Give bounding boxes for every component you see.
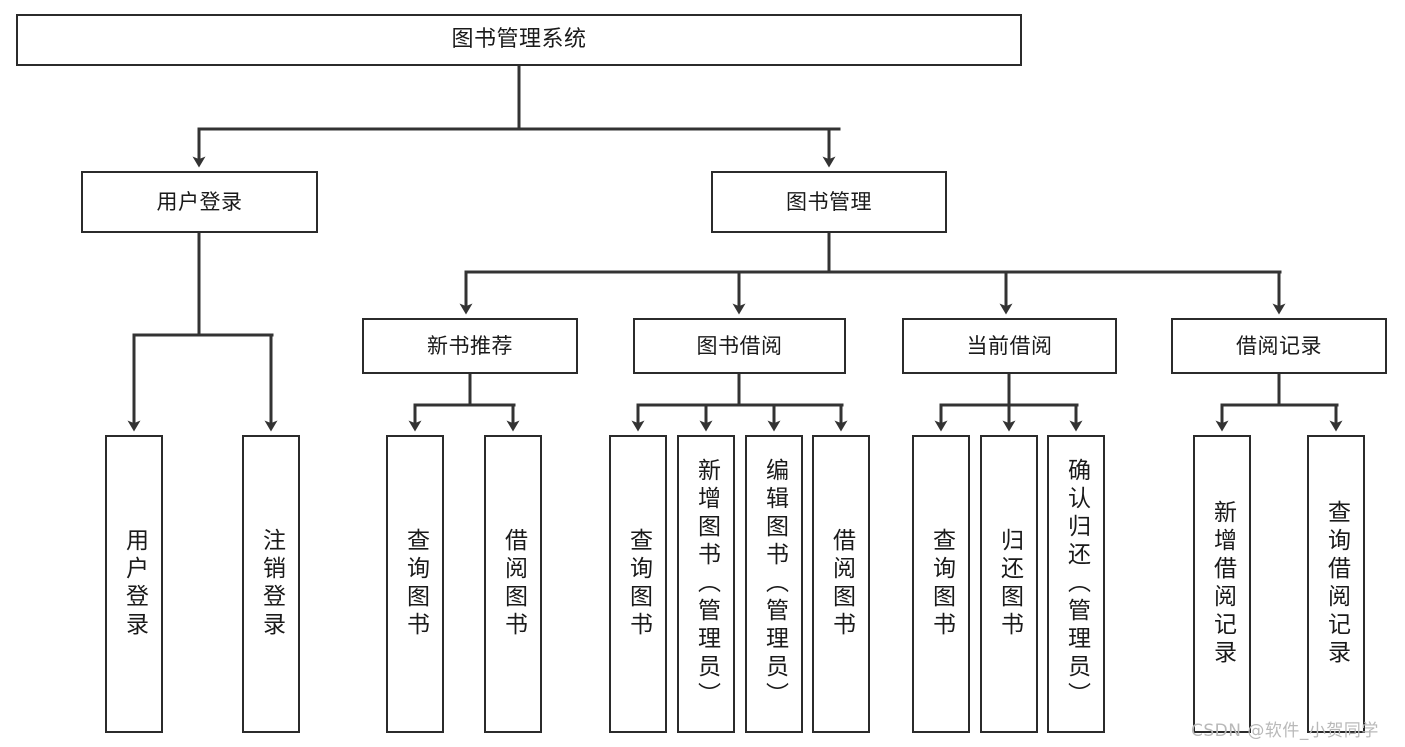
node-leaf-query-book-1[interactable]: 查询图书	[386, 435, 444, 733]
node-root-label: 图书管理系统	[451, 27, 587, 53]
node-current-borrow[interactable]: 当前借阅	[902, 318, 1117, 374]
node-new-book-rec-label: 新书推荐	[427, 333, 513, 358]
node-current-borrow-label: 当前借阅	[966, 333, 1053, 358]
node-leaf-return-book-label: 归还图书	[996, 528, 1023, 640]
node-leaf-add-book-label: 新增图书（管理员）	[693, 458, 720, 710]
node-leaf-user-login-label: 用户登录	[121, 528, 148, 640]
node-leaf-confirm-return[interactable]: 确认归还（管理员）	[1047, 435, 1105, 733]
node-leaf-confirm-return-label: 确认归还（管理员）	[1063, 458, 1090, 710]
node-book-manage[interactable]: 图书管理	[711, 171, 947, 233]
watermark: CSDN @软件_小贺同学	[1191, 721, 1379, 741]
node-leaf-return-book[interactable]: 归还图书	[980, 435, 1038, 733]
node-borrow-record[interactable]: 借阅记录	[1171, 318, 1387, 374]
node-leaf-query-book-2-label: 查询图书	[625, 528, 652, 640]
node-leaf-logout-label: 注销登录	[258, 528, 285, 640]
node-book-manage-label: 图书管理	[786, 189, 872, 214]
node-leaf-borrow-book-1-label: 借阅图书	[500, 528, 527, 640]
node-leaf-query-record[interactable]: 查询借阅记录	[1307, 435, 1365, 733]
node-book-borrow-label: 图书借阅	[696, 333, 783, 358]
node-user-login[interactable]: 用户登录	[81, 171, 318, 233]
node-leaf-borrow-book-2[interactable]: 借阅图书	[812, 435, 870, 733]
node-leaf-borrow-book-1[interactable]: 借阅图书	[484, 435, 542, 733]
node-leaf-edit-book-label: 编辑图书（管理员）	[761, 458, 788, 710]
node-leaf-user-login[interactable]: 用户登录	[105, 435, 163, 733]
node-leaf-edit-book[interactable]: 编辑图书（管理员）	[745, 435, 803, 733]
node-leaf-query-book-3-label: 查询图书	[928, 528, 955, 640]
node-leaf-query-record-label: 查询借阅记录	[1323, 500, 1350, 668]
node-root[interactable]: 图书管理系统	[16, 14, 1022, 66]
node-leaf-query-book-3[interactable]: 查询图书	[912, 435, 970, 733]
node-leaf-logout[interactable]: 注销登录	[242, 435, 300, 733]
node-leaf-add-record-label: 新增借阅记录	[1209, 500, 1236, 668]
node-leaf-query-book-1-label: 查询图书	[402, 528, 429, 640]
node-borrow-record-label: 借阅记录	[1236, 333, 1322, 358]
node-book-borrow[interactable]: 图书借阅	[633, 318, 846, 374]
node-leaf-borrow-book-2-label: 借阅图书	[828, 528, 855, 640]
node-leaf-query-book-2[interactable]: 查询图书	[609, 435, 667, 733]
node-leaf-add-record[interactable]: 新增借阅记录	[1193, 435, 1251, 733]
node-user-login-label: 用户登录	[156, 189, 243, 214]
node-leaf-add-book[interactable]: 新增图书（管理员）	[677, 435, 735, 733]
node-new-book-rec[interactable]: 新书推荐	[362, 318, 578, 374]
